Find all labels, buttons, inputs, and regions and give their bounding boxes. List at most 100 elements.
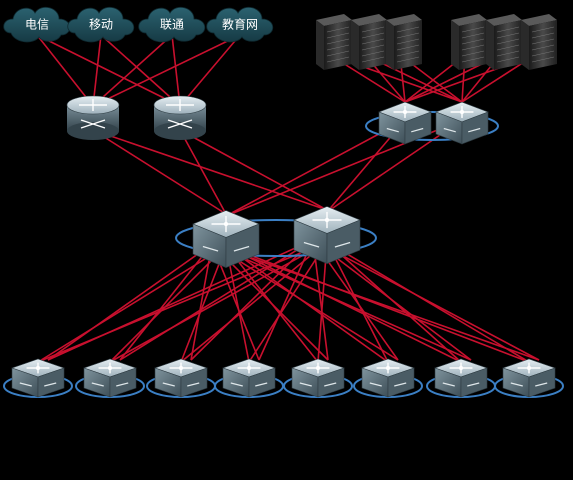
server-rack: [351, 14, 387, 70]
switch-side-right: [528, 367, 556, 398]
link-line: [190, 243, 213, 361]
server-front: [529, 20, 557, 70]
link-line: [312, 239, 329, 361]
router-arrows-icon: [166, 99, 194, 111]
switch-side-right: [109, 367, 137, 398]
link-line: [312, 239, 540, 361]
link-line: [258, 239, 314, 361]
switch-port-icon: [299, 382, 337, 387]
dc-stack-ring: [365, 111, 499, 141]
access-switch: [154, 358, 208, 398]
server-rack: [316, 14, 352, 70]
link-line: [92, 34, 102, 107]
isp-clouds: 电信 移动 联通 教育网: [3, 6, 274, 43]
server-side: [316, 20, 324, 70]
access-switch: [361, 358, 415, 398]
cloud-icon: [67, 6, 135, 43]
link-line: [248, 241, 328, 363]
link-line: [225, 245, 530, 363]
access-switch: [434, 358, 488, 398]
server-top: [521, 14, 557, 26]
cloud-label: 联通: [160, 18, 184, 32]
server-front: [359, 20, 387, 70]
router-bottom: [154, 122, 206, 140]
stack-rings: [3, 111, 564, 398]
server-side: [486, 20, 494, 70]
link-line: [92, 34, 241, 107]
isp-cloud-unicom: 联通: [138, 6, 206, 43]
isp-cloud-edu: 教育网: [206, 6, 274, 43]
link-line: [225, 245, 462, 363]
border-router: [153, 95, 207, 140]
switch-side-right: [317, 367, 345, 398]
network-devices: [11, 14, 557, 398]
router-bottom: [67, 122, 119, 140]
link-line: [211, 243, 472, 361]
isp-cloud-mobile: 移动: [67, 6, 135, 43]
network-links: [36, 34, 540, 363]
switch-port-icon: [303, 241, 351, 248]
link-line: [179, 129, 328, 211]
link-line: [47, 239, 314, 361]
switch-port-icon: [19, 382, 57, 387]
switch-side-right: [404, 111, 432, 145]
router-cross-icon: [80, 119, 106, 129]
isp-cloud-telecom: 电信: [3, 6, 71, 43]
link-line: [92, 129, 328, 211]
link-line: [109, 245, 227, 363]
cloud-icon: [206, 6, 274, 43]
border-router: [66, 95, 120, 140]
server-front: [494, 20, 522, 70]
switch-side-right: [248, 367, 276, 398]
server-side: [521, 20, 529, 70]
cloud-label: 移动: [89, 18, 113, 32]
access-switch: [291, 358, 345, 398]
server-side: [451, 20, 459, 70]
server-top: [451, 14, 487, 26]
switch-port-icon: [443, 127, 481, 133]
server-rack: [386, 14, 422, 70]
server-top: [386, 14, 422, 26]
link-line: [100, 34, 181, 107]
switch-side-right: [326, 219, 361, 264]
link-line: [211, 243, 540, 361]
access-switch: [502, 358, 556, 398]
cloud-label: 教育网: [222, 17, 258, 32]
link-line: [92, 34, 173, 107]
link-line: [312, 239, 472, 361]
server-top: [316, 14, 352, 26]
server-front: [324, 20, 352, 70]
switch-port-icon: [91, 382, 129, 387]
switch-side-right: [37, 367, 65, 398]
server-side: [351, 20, 359, 70]
switch-port-icon: [510, 382, 548, 387]
core-switch: [192, 210, 260, 268]
link-line: [179, 129, 227, 215]
server-front: [394, 20, 422, 70]
switch-side-right: [460, 367, 488, 398]
link-line: [211, 243, 399, 361]
link-line: [179, 34, 241, 107]
router-arrows-icon: [79, 99, 107, 111]
cloud-icon: [138, 6, 206, 43]
link-line: [180, 245, 227, 363]
link-line: [326, 241, 530, 363]
link-line: [36, 34, 181, 107]
link-line: [225, 119, 406, 217]
server-rack: [521, 14, 557, 70]
switch-port-icon: [369, 382, 407, 387]
switch-port-icon: [162, 382, 200, 387]
switch-port-icon: [386, 127, 424, 133]
link-line: [119, 243, 213, 361]
server-rack: [451, 14, 487, 70]
server-top: [351, 14, 387, 26]
link-line: [92, 129, 227, 215]
switch-side-right: [180, 367, 208, 398]
server-side: [386, 20, 394, 70]
server-front: [459, 20, 487, 70]
switch-side-right: [461, 111, 489, 145]
router-cross-icon: [167, 119, 193, 129]
link-line: [47, 243, 213, 361]
